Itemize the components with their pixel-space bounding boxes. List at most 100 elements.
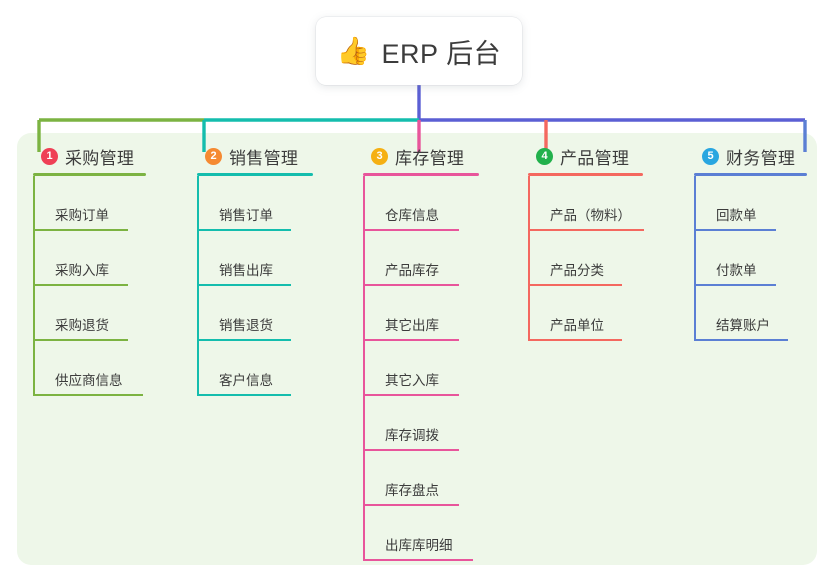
- column-badge-1: 1: [41, 147, 58, 165]
- list-item[interactable]: 销售订单: [197, 176, 313, 231]
- list-item-label: 其它入库: [385, 373, 439, 388]
- list-item-rule: [197, 229, 291, 231]
- list-item-rule: [363, 339, 459, 341]
- list-item-label: 付款单: [716, 263, 757, 278]
- list-item-label: 库存调拨: [385, 428, 439, 443]
- list-item-rule: [33, 284, 128, 286]
- list-item-label: 其它出库: [385, 318, 439, 333]
- list-item-rule: [363, 449, 459, 451]
- list-item-rule: [694, 229, 776, 231]
- list-item-label: 仓库信息: [385, 208, 439, 223]
- list-item[interactable]: 仓库信息: [363, 176, 479, 231]
- list-item[interactable]: 采购入库: [33, 231, 146, 286]
- list-item-label: 供应商信息: [55, 373, 123, 388]
- column-rule-4: [528, 173, 643, 176]
- list-item[interactable]: 产品单位: [528, 286, 643, 341]
- list-item-rule: [33, 229, 128, 231]
- list-item-label: 客户信息: [219, 373, 273, 388]
- list-item[interactable]: 供应商信息: [33, 341, 146, 396]
- list-item[interactable]: 其它出库: [363, 286, 479, 341]
- list-item[interactable]: 客户信息: [197, 341, 313, 396]
- list-item[interactable]: 库存调拨: [363, 396, 479, 451]
- list-item-rule: [363, 394, 459, 396]
- list-item[interactable]: 产品分类: [528, 231, 643, 286]
- diagram-panel: [17, 133, 817, 565]
- list-item-label: 采购退货: [55, 318, 109, 333]
- column-badge-2: 2: [205, 147, 222, 165]
- column-2: 2 销售管理销售订单销售出库销售退货客户信息: [197, 145, 313, 396]
- list-item-rule: [33, 339, 128, 341]
- column-trunk-1: [33, 176, 35, 396]
- list-item-rule: [528, 229, 644, 231]
- column-rule-5: [694, 173, 807, 176]
- column-trunk-5: [694, 176, 696, 341]
- list-item[interactable]: 出库库明细: [363, 506, 479, 561]
- list-item-rule: [197, 339, 291, 341]
- column-items-1: 采购订单采购入库采购退货供应商信息: [33, 176, 146, 396]
- list-item-label: 结算账户: [716, 318, 770, 333]
- column-rule-2: [197, 173, 313, 176]
- list-item-label: 出库库明细: [385, 538, 453, 553]
- list-item-label: 采购订单: [55, 208, 109, 223]
- column-title-3: 库存管理: [395, 148, 465, 168]
- list-item[interactable]: 产品（物料）: [528, 176, 644, 231]
- root-title: ERP 后台: [381, 38, 502, 69]
- column-header-4[interactable]: 4 产品管理: [528, 145, 643, 168]
- list-item-rule: [197, 284, 291, 286]
- list-item[interactable]: 销售退货: [197, 286, 313, 341]
- column-trunk-2: [197, 176, 199, 396]
- list-item[interactable]: 其它入库: [363, 341, 479, 396]
- column-title-5: 财务管理: [726, 148, 796, 168]
- column-trunk-4: [528, 176, 530, 341]
- list-item[interactable]: 付款单: [694, 231, 807, 286]
- column-items-5: 回款单付款单结算账户: [694, 176, 807, 341]
- column-items-3: 仓库信息产品库存其它出库其它入库库存调拨库存盘点出库库明细: [363, 176, 479, 561]
- column-title-2: 销售管理: [229, 148, 299, 168]
- list-item-label: 产品分类: [550, 263, 604, 278]
- column-badge-4: 4: [536, 147, 553, 165]
- root-node[interactable]: 👍 ERP 后台: [316, 17, 522, 85]
- list-item[interactable]: 采购退货: [33, 286, 146, 341]
- list-item[interactable]: 回款单: [694, 176, 807, 231]
- list-item-label: 采购入库: [55, 263, 109, 278]
- column-title-4: 产品管理: [560, 148, 630, 168]
- list-item[interactable]: 结算账户: [694, 286, 807, 341]
- list-item[interactable]: 库存盘点: [363, 451, 479, 506]
- list-item[interactable]: 销售出库: [197, 231, 313, 286]
- list-item[interactable]: 采购订单: [33, 176, 146, 231]
- list-item-rule: [528, 339, 622, 341]
- list-item-rule: [33, 394, 143, 396]
- column-rule-3: [363, 173, 479, 176]
- column-header-2[interactable]: 2 销售管理: [197, 145, 313, 168]
- list-item-rule: [363, 504, 459, 506]
- column-badge-3: 3: [371, 147, 388, 165]
- column-items-4: 产品（物料） 产品分类产品单位: [528, 176, 644, 341]
- list-item-label: 产品库存: [385, 263, 439, 278]
- list-item-label: 产品单位: [550, 318, 604, 333]
- column-items-2: 销售订单销售出库销售退货客户信息: [197, 176, 313, 396]
- column-4: 4 产品管理产品（物料） 产品分类产品单位: [528, 145, 644, 341]
- column-rule-1: [33, 173, 146, 176]
- list-item-label: 产品（物料）: [550, 208, 631, 223]
- list-item-rule: [694, 284, 776, 286]
- list-item-label: 库存盘点: [385, 483, 439, 498]
- column-title-1: 采购管理: [65, 148, 135, 168]
- list-item-label: 销售订单: [219, 208, 273, 223]
- column-trunk-3: [363, 176, 365, 561]
- column-header-1[interactable]: 1 采购管理: [33, 145, 146, 168]
- column-header-3[interactable]: 3 库存管理: [363, 145, 479, 168]
- list-item-rule: [694, 339, 788, 341]
- list-item[interactable]: 产品库存: [363, 231, 479, 286]
- column-3: 3 库存管理仓库信息产品库存其它出库其它入库库存调拨库存盘点出库库明细: [363, 145, 479, 561]
- list-item-rule: [363, 559, 473, 561]
- thumbs-up-icon: 👍: [336, 35, 371, 66]
- list-item-rule: [197, 394, 291, 396]
- list-item-rule: [363, 284, 459, 286]
- list-item-rule: [363, 229, 459, 231]
- list-item-label: 回款单: [716, 208, 757, 223]
- column-1: 1 采购管理采购订单采购入库采购退货供应商信息: [33, 145, 146, 396]
- list-item-label: 销售出库: [219, 263, 273, 278]
